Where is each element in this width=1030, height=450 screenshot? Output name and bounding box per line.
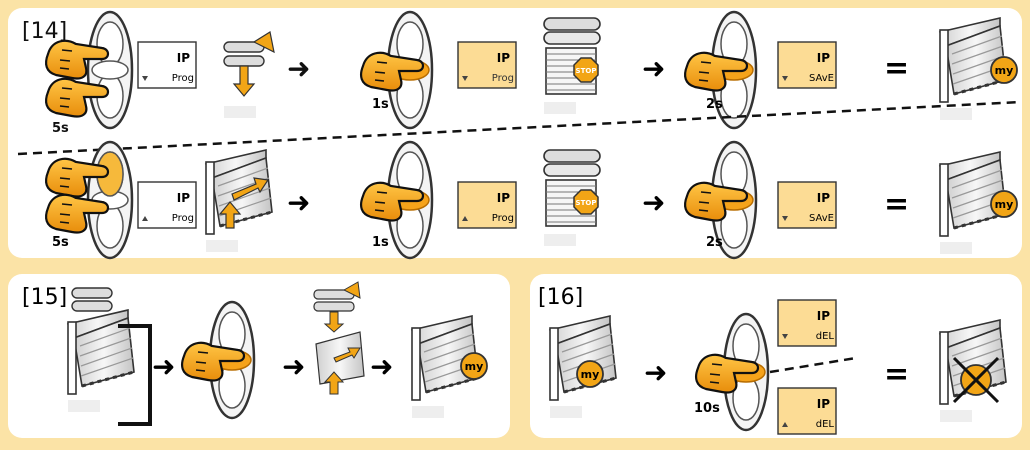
awning-moving-up: [204, 148, 274, 254]
stop-label: STOP: [576, 199, 597, 207]
hold-time: 2s: [706, 235, 723, 250]
arrow-icon: [231, 177, 270, 201]
remote-control: [86, 10, 134, 130]
equals-sign: =: [884, 51, 909, 86]
hold-time: 5s: [52, 235, 69, 250]
lcd-mode: Prog: [492, 73, 514, 84]
arrow-icon: ➜: [282, 350, 305, 383]
lcd-display: IP dEL: [777, 387, 837, 435]
arrow-icon: ➜: [642, 52, 665, 85]
equals-sign: =: [884, 187, 909, 222]
arrow-icon: ➜: [642, 186, 665, 219]
arrow-icon: ➜: [644, 356, 667, 389]
arrow-icon: ➜: [370, 350, 393, 383]
lcd-ip: IP: [177, 191, 190, 205]
bracket: [118, 324, 152, 426]
shutter-moving-down: [223, 31, 275, 118]
panel-16: [16] my ➜ 10s IP dEL IP dEL =: [530, 274, 1022, 438]
arrow-icon: [333, 347, 361, 363]
lcd-ip: IP: [817, 309, 830, 323]
down-indicator-icon: [782, 334, 788, 339]
down-indicator-icon: [782, 216, 788, 221]
lcd-display: IP SAvE: [777, 41, 837, 89]
lcd-ip: IP: [497, 51, 510, 65]
up-arrow-icon: [218, 201, 242, 229]
down-indicator-icon: [782, 76, 788, 81]
lcd-ip: IP: [817, 51, 830, 65]
hold-time: 2s: [706, 97, 723, 112]
stop-label: STOP: [576, 67, 597, 75]
hold-time: 5s: [52, 121, 69, 136]
lcd-mode: Prog: [172, 73, 194, 84]
lcd-mode: dEL: [816, 419, 835, 430]
shutter-mini: [71, 287, 113, 312]
hold-time: 1s: [372, 235, 389, 250]
hold-time: 10s: [694, 401, 720, 416]
panel-16-label: [16]: [538, 285, 583, 310]
panel-15-label: [15]: [22, 285, 67, 310]
up-indicator-icon: [782, 422, 788, 427]
lcd-mode: SAvE: [809, 213, 834, 224]
my-label: my: [995, 64, 1014, 77]
arrow-icon: [342, 281, 361, 299]
hold-time: 1s: [372, 97, 389, 112]
lcd-display: IP Prog: [457, 41, 517, 89]
row-2: 5s IP Prog ➜ 1s IP Prog: [44, 140, 1018, 260]
lcd-display: IP SAvE: [777, 181, 837, 229]
lcd-display: IP Prog: [137, 181, 197, 229]
panel-15: [15] ➜ ➜ ➜ my: [8, 274, 510, 438]
lcd-ip: IP: [817, 191, 830, 205]
arrow-icon: ➜: [287, 186, 310, 219]
panel-14: [14] 5s IP Prog ➜ 1s: [8, 8, 1022, 260]
my-deleted-icon: [952, 356, 1000, 404]
lcd-display: IP dEL: [777, 299, 837, 347]
lcd-ip: IP: [177, 51, 190, 65]
down-arrow-icon: [323, 311, 345, 333]
down-indicator-icon: [462, 76, 468, 81]
equals-sign: =: [884, 357, 909, 392]
lcd-ip: IP: [817, 397, 830, 411]
lcd-display: IP Prog: [457, 181, 517, 229]
lcd-mode: Prog: [492, 213, 514, 224]
up-indicator-icon: [462, 216, 468, 221]
lcd-mode: SAvE: [809, 73, 834, 84]
arrow-icon: ➜: [152, 350, 175, 383]
lcd-mode: dEL: [816, 331, 835, 342]
lcd-mode: Prog: [172, 213, 194, 224]
row-1: 5s IP Prog ➜ 1s IP Prog: [44, 10, 1018, 136]
divider-line: [17, 100, 1021, 156]
my-label: my: [465, 360, 484, 373]
lcd-ip: IP: [497, 191, 510, 205]
arrow-icon: [252, 31, 275, 54]
panel-14-label: [14]: [22, 19, 67, 44]
shutter-move-demo: [313, 281, 365, 395]
arrow-icon: ➜: [287, 52, 310, 85]
lcd-display: IP Prog: [137, 41, 197, 89]
my-label: my: [995, 198, 1014, 211]
my-label: my: [581, 368, 600, 381]
up-arrow-icon: [323, 371, 345, 395]
up-indicator-icon: [142, 216, 148, 221]
down-arrow-icon: [232, 65, 256, 97]
down-indicator-icon: [142, 76, 148, 81]
